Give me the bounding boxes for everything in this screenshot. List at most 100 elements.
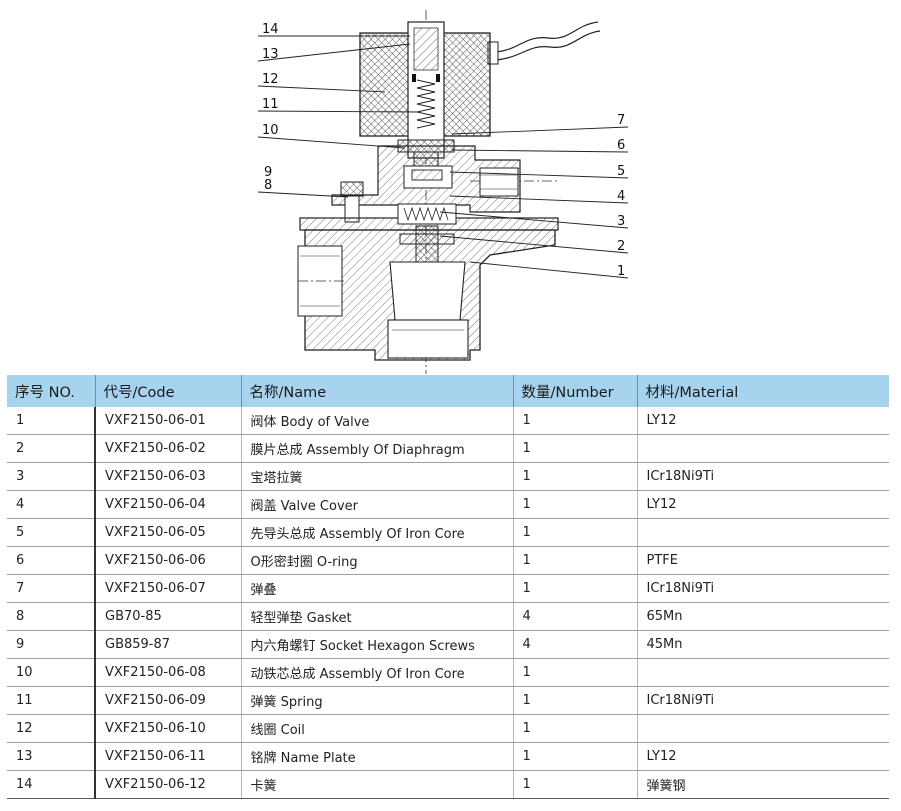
cell-no: 10 xyxy=(7,658,95,687)
cell-code: VXF2150-06-07 xyxy=(94,574,241,603)
cell-material: 45Mn xyxy=(636,630,889,659)
cell-no: 9 xyxy=(7,630,95,659)
cell-code: VXF2150-06-04 xyxy=(94,490,241,519)
cell-no: 7 xyxy=(7,574,95,603)
cell-number: 1 xyxy=(512,686,637,715)
cell-code: VXF2150-06-05 xyxy=(94,518,241,547)
callout-6: 6 xyxy=(617,138,625,153)
cell-name: 卡簧 xyxy=(240,770,513,799)
cell-name: 轻型弹垫 Gasket xyxy=(240,602,513,631)
cell-number: 1 xyxy=(512,434,637,463)
cell-material xyxy=(636,518,889,547)
cell-no: 4 xyxy=(7,490,95,519)
cell-code: GB70-85 xyxy=(94,602,241,631)
cell-number: 4 xyxy=(512,602,637,631)
spring xyxy=(416,79,436,129)
cell-material: LY12 xyxy=(636,490,889,519)
cell-material xyxy=(636,434,889,463)
cell-code: VXF2150-06-06 xyxy=(94,546,241,575)
cell-material: PTFE xyxy=(636,546,889,575)
cell-material: ICr18Ni9Ti xyxy=(636,574,889,603)
socket-screw xyxy=(340,181,364,197)
valve-cross-section-drawing: 14 13 12 11 10 9 8 7 6 5 4 3 2 1 xyxy=(257,10,629,374)
cell-code: VXF2150-06-03 xyxy=(94,462,241,491)
header-code: 代号/Code xyxy=(94,375,241,407)
cell-code: VXF2150-06-08 xyxy=(94,658,241,687)
table-header: 序号 NO. 代号/Code 名称/Name 数量/Number 材料/Mate… xyxy=(7,375,889,407)
cell-name: 弹叠 xyxy=(240,574,513,603)
cell-number: 1 xyxy=(512,407,637,435)
callout-8: 8 xyxy=(264,178,272,193)
cell-number: 4 xyxy=(512,630,637,659)
cell-material: LY12 xyxy=(636,742,889,771)
right-leaders xyxy=(439,126,629,279)
cell-code: VXF2150-06-11 xyxy=(94,742,241,771)
cell-no: 2 xyxy=(7,434,95,463)
cell-number: 1 xyxy=(512,490,637,519)
cell-code: VXF2150-06-01 xyxy=(94,407,241,435)
cell-code: VXF2150-06-09 xyxy=(94,686,241,715)
left-leaders xyxy=(257,35,421,198)
cell-name: 线圈 Coil xyxy=(240,714,513,743)
cell-material: 弹簧钢 xyxy=(636,770,889,799)
cell-code: GB859-87 xyxy=(94,630,241,659)
cell-no: 8 xyxy=(7,602,95,631)
callout-7: 7 xyxy=(617,113,625,128)
callout-1: 1 xyxy=(617,264,625,279)
cell-no: 14 xyxy=(7,770,95,799)
callout-9: 9 xyxy=(264,165,272,180)
callout-2: 2 xyxy=(617,239,625,254)
cell-no: 13 xyxy=(7,742,95,771)
header-number: 数量/Number xyxy=(512,375,637,407)
header-name: 名称/Name xyxy=(240,375,513,407)
cell-material xyxy=(636,714,889,743)
cell-name: 膜片总成 Assembly Of Diaphragm xyxy=(240,434,513,463)
cell-material: LY12 xyxy=(636,407,889,435)
coil-cable xyxy=(494,21,599,53)
cell-number: 1 xyxy=(512,462,637,491)
cell-material: ICr18Ni9Ti xyxy=(636,462,889,491)
parts-list-table: 序号 NO. 代号/Code 名称/Name 数量/Number 材料/Mate… xyxy=(7,375,889,799)
cell-name: 动铁芯总成 Assembly Of Iron Core xyxy=(240,658,513,687)
cell-number: 1 xyxy=(512,770,637,799)
callout-3: 3 xyxy=(617,214,625,229)
cell-name: 阀体 Body of Valve xyxy=(240,407,513,435)
callout-12: 12 xyxy=(262,72,279,87)
cell-material: ICr18Ni9Ti xyxy=(636,686,889,715)
cell-material xyxy=(636,658,889,687)
header-material: 材料/Material xyxy=(636,375,889,407)
cell-name: 宝塔拉簧 xyxy=(240,462,513,491)
callout-5: 5 xyxy=(617,164,625,179)
cell-material: 65Mn xyxy=(636,602,889,631)
cell-no: 11 xyxy=(7,686,95,715)
cell-name: 内六角螺钉 Socket Hexagon Screws xyxy=(240,630,513,659)
cell-number: 1 xyxy=(512,574,637,603)
cell-code: VXF2150-06-12 xyxy=(94,770,241,799)
cell-no: 3 xyxy=(7,462,95,491)
cell-name: 弹簧 Spring xyxy=(240,686,513,715)
cell-name: 先导头总成 Assembly Of Iron Core xyxy=(240,518,513,547)
cell-no: 5 xyxy=(7,518,95,547)
cell-no: 12 xyxy=(7,714,95,743)
cell-name: 阀盖 Valve Cover xyxy=(240,490,513,519)
callout-11: 11 xyxy=(262,97,279,112)
cell-number: 1 xyxy=(512,546,637,575)
cell-number: 1 xyxy=(512,658,637,687)
cell-number: 1 xyxy=(512,742,637,771)
callout-13: 13 xyxy=(262,47,279,62)
cell-no: 6 xyxy=(7,546,95,575)
